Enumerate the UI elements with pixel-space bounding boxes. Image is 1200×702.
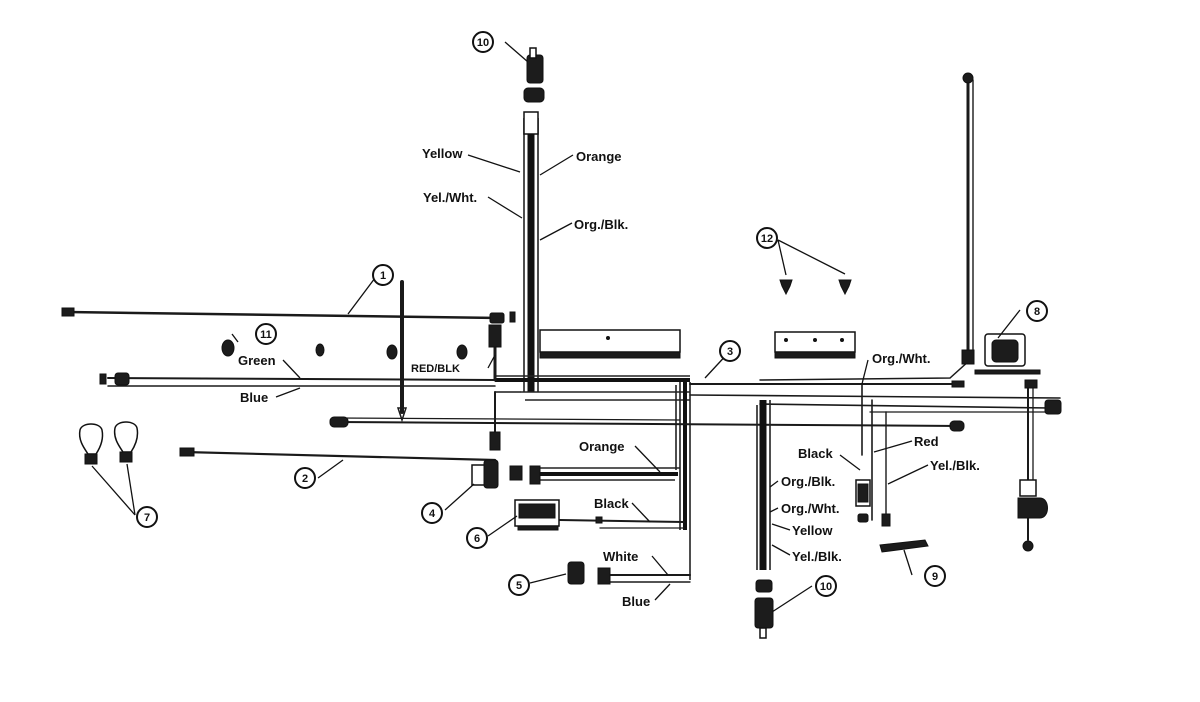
label-orange-top: Orange xyxy=(576,149,622,164)
connector-yel-blk xyxy=(881,513,891,527)
callout-5-text: 5 xyxy=(516,580,522,592)
wire-harness xyxy=(66,78,1061,583)
module-6 xyxy=(514,499,603,531)
screw-12 xyxy=(779,279,852,296)
label-green: Green xyxy=(238,353,276,368)
label-black-mid: Black xyxy=(594,496,629,511)
label-red-blk: RED/BLK xyxy=(411,363,460,375)
bulb-7 xyxy=(78,421,139,465)
red-blk-lower-terminal xyxy=(489,431,501,451)
callout-12-text: 12 xyxy=(761,233,773,245)
mounting-plate-right xyxy=(774,331,856,359)
callout-9: 9 xyxy=(924,565,946,587)
callout-8-text: 8 xyxy=(1034,306,1040,318)
label-black-right: Black xyxy=(798,446,833,461)
callout-11: 11 xyxy=(255,323,277,345)
components xyxy=(61,47,1062,639)
label-yel-blk-right: Yel./Blk. xyxy=(930,458,980,473)
callout-10-bottom-text: 10 xyxy=(820,581,832,593)
label-org-blk-top: Org./Blk. xyxy=(574,217,628,232)
callout-10-top: 10 xyxy=(472,31,494,53)
label-org-wht-mid: Org./Wht. xyxy=(781,501,840,516)
wire-green-terminal-left-2 xyxy=(114,372,130,386)
switch-4 xyxy=(471,459,541,489)
callout-9-text: 9 xyxy=(932,571,938,583)
clip-9 xyxy=(879,539,929,553)
callout-2-text: 2 xyxy=(302,473,308,485)
label-yel-blk-mid: Yel./Blk. xyxy=(792,549,842,564)
wire-green-terminal-left xyxy=(99,373,107,385)
callout-8: 8 xyxy=(1026,300,1048,322)
wire-1-right-terminal xyxy=(489,312,505,324)
callout-2: 2 xyxy=(294,467,316,489)
callout-4-text: 4 xyxy=(429,508,436,520)
label-org-wht-right: Org./Wht. xyxy=(872,351,931,366)
callout-4: 4 xyxy=(421,502,443,524)
connector-10-bottom xyxy=(754,579,774,639)
bulb-socket-11 xyxy=(221,339,468,360)
label-yellow-top: Yellow xyxy=(422,146,463,161)
label-blue-left: Blue xyxy=(240,390,268,405)
connector-black xyxy=(855,479,871,523)
wire-1-left-terminal xyxy=(61,307,75,317)
mounting-plate-left xyxy=(539,329,681,359)
connector-10-top xyxy=(523,47,545,135)
part-8 xyxy=(974,333,1041,375)
pole-bottom-terminal xyxy=(961,349,975,365)
callout-3-text: 3 xyxy=(727,346,733,358)
connector-right-lower xyxy=(1017,479,1048,552)
right-terminal-end xyxy=(1044,399,1062,415)
right-terminal-mini xyxy=(951,380,965,388)
mid-wire-terminal-left xyxy=(329,416,349,428)
label-yel-wht-top: Yel./Wht. xyxy=(423,190,477,205)
wire-1-plug xyxy=(509,311,516,323)
callout-1-text: 1 xyxy=(380,270,386,282)
label-org-blk-mid: Org./Blk. xyxy=(781,474,835,489)
right-terminal-upper xyxy=(1024,379,1038,389)
label-red-right: Red xyxy=(914,434,939,449)
callout-7: 7 xyxy=(136,506,158,528)
callout-6: 6 xyxy=(466,527,488,549)
wire-2-terminal xyxy=(179,447,195,457)
callout-1: 1 xyxy=(372,264,394,286)
callouts: 10 1 12 11 3 8 2 4 xyxy=(136,31,1048,597)
callout-10-bottom: 10 xyxy=(815,575,837,597)
connector-5 xyxy=(567,561,611,585)
label-blue-bottom: Blue xyxy=(622,594,650,609)
callout-3: 3 xyxy=(719,340,741,362)
label-yellow-mid: Yellow xyxy=(792,523,833,538)
callout-12: 12 xyxy=(756,227,778,249)
leader-lines xyxy=(91,41,1021,613)
wire-labels: Yellow Orange Yel./Wht. Org./Blk. Green … xyxy=(238,146,980,609)
callout-7-text: 7 xyxy=(144,512,150,524)
callout-6-text: 6 xyxy=(474,533,480,545)
red-blk-connector xyxy=(488,324,502,348)
label-white: White xyxy=(603,549,638,564)
callout-11-text: 11 xyxy=(260,329,272,341)
callout-5: 5 xyxy=(508,574,530,596)
label-orange-mid: Orange xyxy=(579,439,625,454)
callout-10-top-text: 10 xyxy=(477,37,489,49)
pole-top-knob xyxy=(962,72,974,84)
mid-wire-terminal-right xyxy=(949,420,965,432)
